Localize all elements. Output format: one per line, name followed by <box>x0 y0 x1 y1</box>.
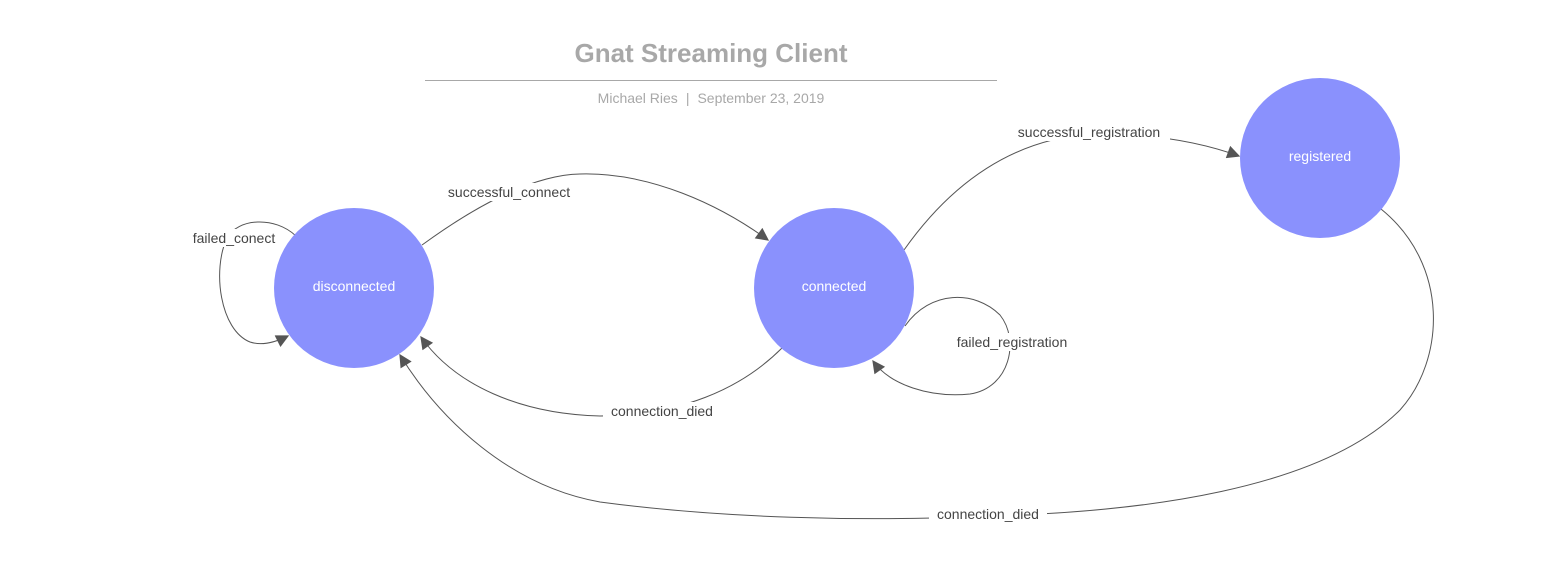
state-registered-label: registered <box>1289 148 1351 164</box>
state-disconnected: disconnected <box>274 208 434 368</box>
label-failed-registration-bg <box>948 333 1076 351</box>
edge-connection-died-registered <box>399 208 1434 520</box>
label-successful-connect-text: successful_connect <box>448 184 570 200</box>
byline: Michael Ries | September 23, 2019 <box>425 90 997 106</box>
edge-failed-registration <box>872 297 1011 396</box>
label-successful-registration-text: successful_registration <box>1018 124 1160 140</box>
label-failed-conect-bg <box>186 229 282 247</box>
state-connected-label: connected <box>802 278 867 294</box>
byline-separator: | <box>685 90 690 106</box>
state-registered: registered <box>1240 78 1400 238</box>
label-successful-registration-bg <box>1007 123 1170 141</box>
label-connection-died-connected: connection_died <box>603 402 721 420</box>
diagram-title: Gnat Streaming Client <box>574 38 848 68</box>
edge-failed-conect <box>219 221 297 348</box>
edge-successful-connect <box>421 173 770 246</box>
state-registered-circle <box>1240 78 1400 238</box>
state-disconnected-circle <box>274 208 434 368</box>
label-successful-connect-bg <box>439 183 579 201</box>
edge-connection-died-connected <box>420 335 783 417</box>
label-connection-died-registered: connection_died <box>929 505 1047 523</box>
label-successful-registration: successful_registration <box>1007 123 1170 141</box>
label-failed-conect-text: failed_conect <box>193 230 276 246</box>
title-divider <box>425 80 997 81</box>
state-connected-circle <box>754 208 914 368</box>
label-failed-conect: failed_conect <box>186 229 282 247</box>
label-connection-died-connected-bg <box>603 402 721 420</box>
label-connection-died-registered-bg <box>929 505 1047 523</box>
label-successful-connect: successful_connect <box>439 183 579 201</box>
state-disconnected-label: disconnected <box>313 278 396 294</box>
label-failed-registration: failed_registration <box>948 333 1076 351</box>
label-connection-died-registered-text: connection_died <box>937 506 1039 522</box>
author: Michael Ries <box>597 90 678 106</box>
label-connection-died-connected-text: connection_died <box>611 403 713 419</box>
edge-successful-registration <box>903 133 1241 251</box>
date: September 23, 2019 <box>697 90 825 106</box>
state-connected: connected <box>754 208 914 368</box>
label-failed-registration-text: failed_registration <box>957 334 1068 350</box>
